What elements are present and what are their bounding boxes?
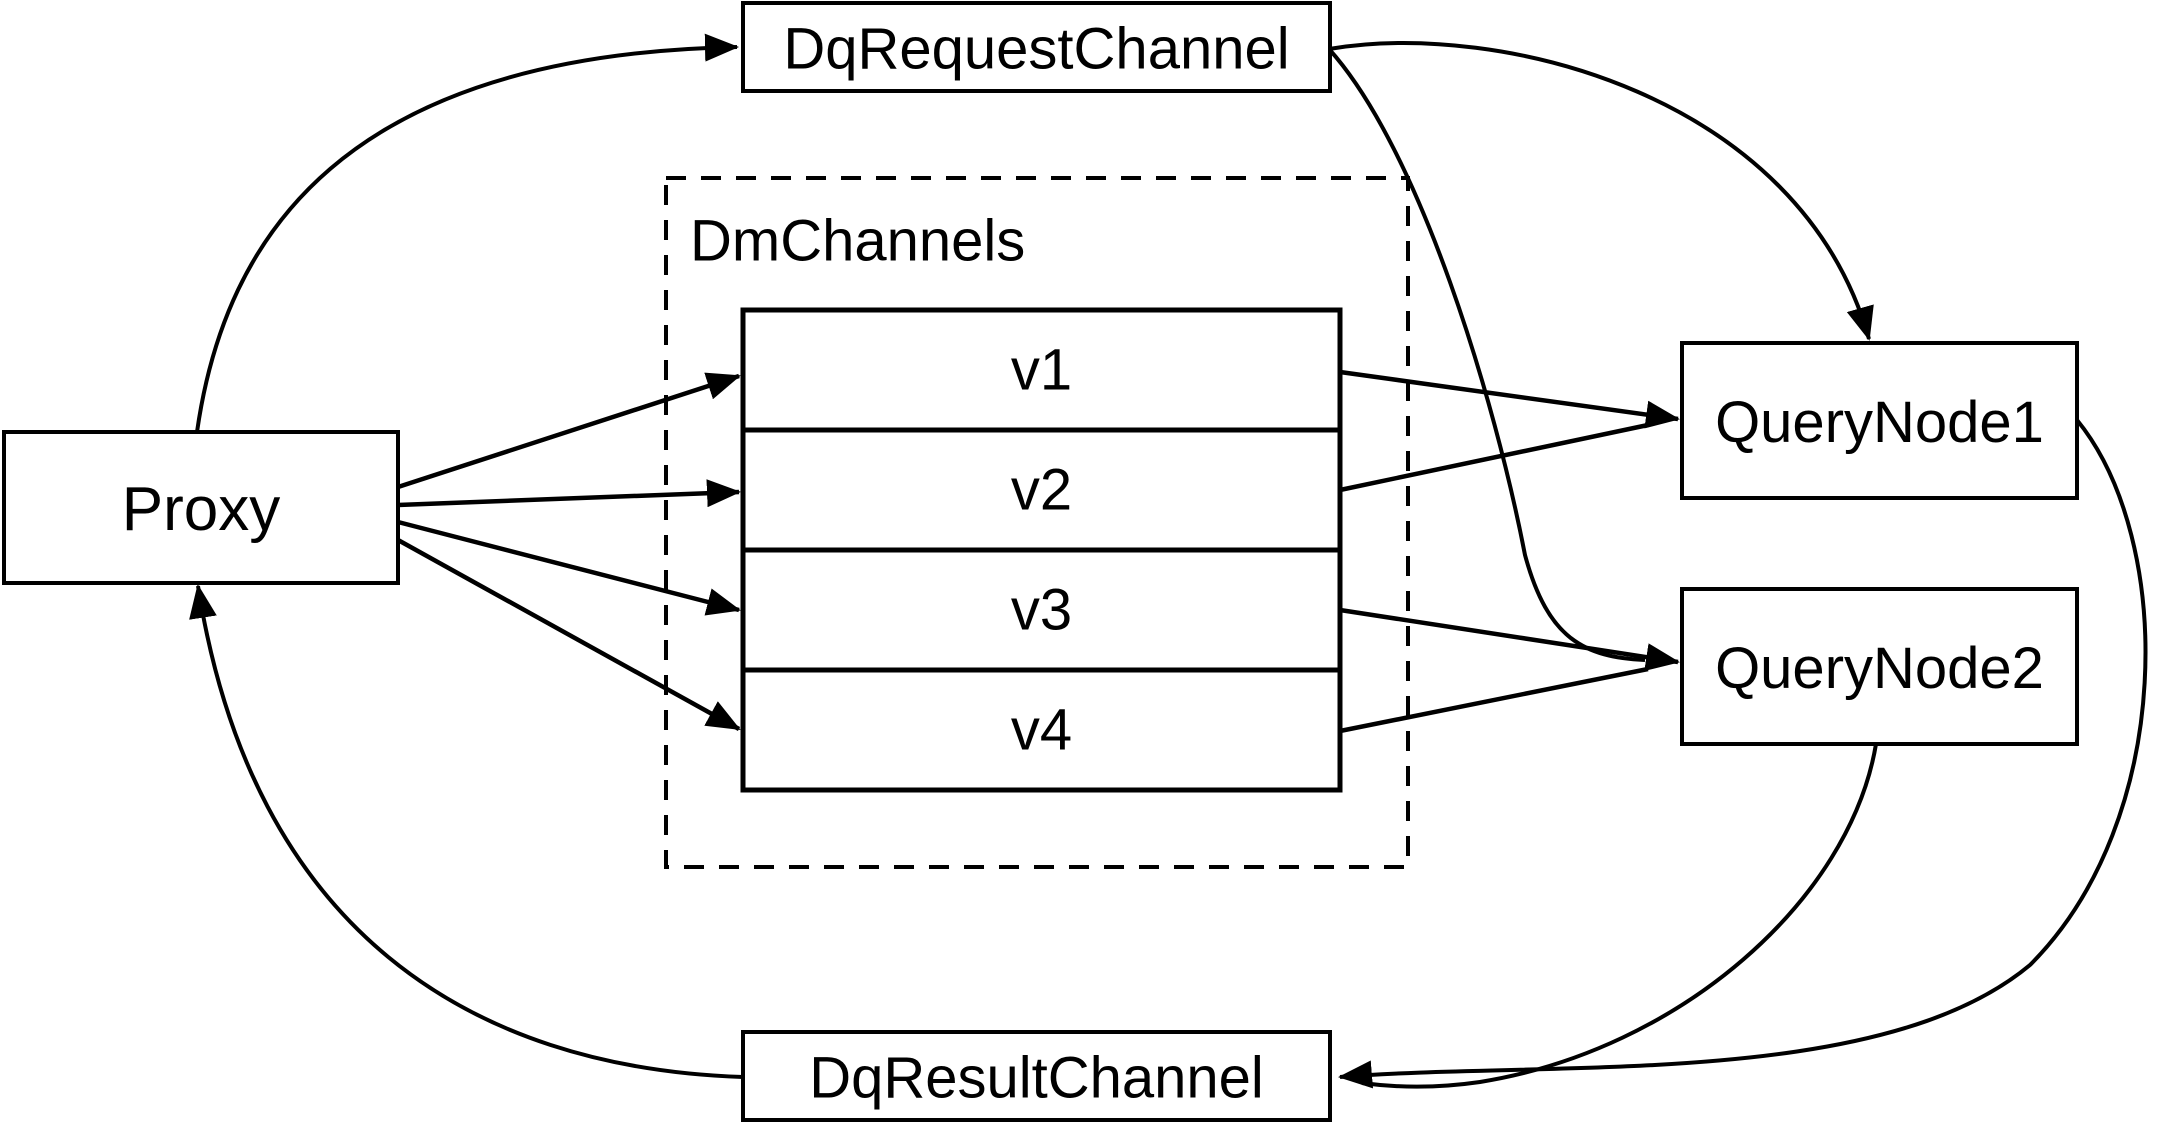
group-dm-channels-label: DmChannels [690,209,1025,274]
dashed-container-layer [664,176,1410,869]
node-query-node-1-label: QueryNode1 [1715,390,2044,455]
group-dm-channels-box [664,176,1410,869]
labels-layer: DmChannelsv1v2v3v4DqRequestChannelProxyQ… [122,17,2044,1111]
edge-querynode1-to-dqresult [1338,418,2148,1089]
edge-querynode2-to-dqresult [1361,743,1878,1089]
channel-row-label-v3: v3 [1011,578,1072,643]
channel-row-v1 [740,307,1343,433]
edge-proxy-to-v1 [397,372,741,490]
node-proxy-label: Proxy [122,475,280,544]
node-dq-request-channel-label: DqRequestChannel [783,17,1289,82]
edge-v2-to-querynode1 [1339,422,1649,493]
channel-row-label-v1: v1 [1011,338,1072,403]
channel-row-label-v2: v2 [1011,458,1072,523]
channel-row-v4 [740,667,1343,793]
edges-layer [189,33,2148,1089]
channel-row-label-v4: v4 [1011,698,1072,763]
edge-v3-to-querynode2 [1339,607,1680,671]
node-dq-request-channel [741,1,1332,93]
node-query-node-2 [1680,587,2079,746]
edge-dqresult-to-proxy [189,584,744,1079]
edge-proxy-to-dqrequest [195,33,739,433]
node-proxy [2,430,400,585]
node-query-node-2-label: QueryNode2 [1715,636,2044,701]
edge-v1-to-querynode1 [1339,369,1680,429]
edge-v4-to-querynode2 [1339,666,1649,734]
channel-row-v3 [740,547,1343,673]
node-dq-result-channel [741,1030,1332,1122]
node-dq-result-channel-label: DqResultChannel [809,1046,1264,1111]
edge-dqrequest-to-querynode1 [1328,41,1874,341]
node-query-node-1 [1680,341,2079,500]
edge-dqrequest-to-querynode2 [1327,47,1646,662]
nodes-layer [2,1,2079,1122]
channel-rows-layer [740,307,1343,793]
edge-proxy-to-v3 [397,519,741,616]
edge-proxy-to-v4 [396,538,741,731]
edge-proxy-to-v2 [397,479,741,508]
